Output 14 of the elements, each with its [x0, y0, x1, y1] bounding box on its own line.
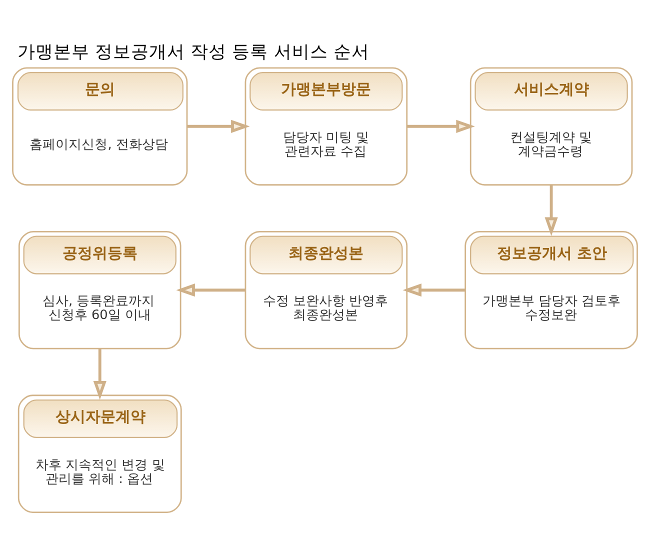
diagram-title: 가맹본부 정보공개서 작성 등록 서비스 순서 [17, 42, 370, 62]
arrow [93, 348, 106, 400]
node-box: 정보공개서 초안 가맹본부 담당자 검토후 수정보완 [464, 230, 638, 349]
arrow [544, 184, 558, 236]
node-box: 서비스계약 컨설팅계약 및 계약금수령 [470, 66, 633, 186]
node-box: 가맹본부방문 담당자 미팅 및 관련자료 수집 [244, 66, 408, 186]
arrow [402, 283, 466, 296]
node-box: 최종완성본 수정 보완사항 반영후 최종완성본 [244, 230, 408, 349]
arrow [176, 283, 246, 296]
arrow [407, 119, 475, 132]
node-box: 문의 홈페이지신청, 전화상담 [12, 66, 188, 186]
node-box: 공정위등록 심사, 등록완료까지 신청후 60일 이내 [18, 230, 182, 349]
node-box: 상시자문계약 차후 지속적인 변경 및 관리를 위해 : 옵션 [18, 394, 182, 513]
arrow [187, 119, 250, 132]
